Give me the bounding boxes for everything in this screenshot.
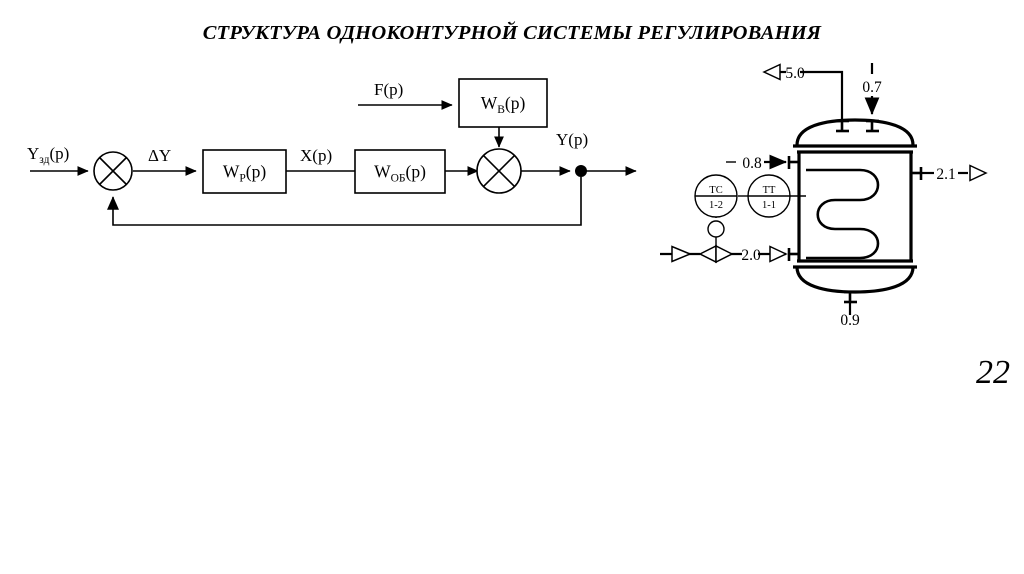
error-label: ΔY: [148, 146, 171, 165]
disturbance-label: F(p): [374, 80, 403, 99]
feedback-path: [107, 177, 582, 226]
instrument-tc-bottom: 1-2: [709, 200, 723, 211]
stream-0-7-label: 0.7: [862, 79, 882, 96]
top-outlet-nozzle: [836, 119, 849, 133]
stream-5-0-label: 5.0: [785, 65, 805, 82]
stream-5-0-pipe: [762, 63, 844, 121]
vessel-body: [793, 118, 917, 294]
controller-block-label: WР(p): [223, 162, 267, 185]
left-inlet-nozzle: [787, 156, 799, 169]
stream-0-9-label: 0.9: [840, 312, 860, 329]
stream-0-8-label: 0.8: [742, 155, 762, 172]
stream-2-1-arrowhead: [969, 164, 988, 182]
controller-output-label: X(p): [300, 146, 332, 165]
stream-2-0-arrowhead-right: [769, 245, 788, 263]
valve-actuator: [707, 220, 725, 238]
vessel-coil: [806, 168, 880, 260]
stream-2-1-label: 2.1: [936, 166, 955, 183]
stream-2-1-pipe: [921, 164, 988, 182]
plant-block: WОБ(p): [354, 149, 446, 194]
error-junction: [93, 151, 133, 191]
coil-inlet-nozzle: [787, 248, 799, 261]
instrument-bubble-tc[interactable]: ТС 1-2: [694, 174, 738, 218]
stream-2-0-label: 2.0: [741, 247, 761, 264]
top-inlet-nozzle: [866, 119, 879, 133]
plant-block-label: WОБ(p): [374, 162, 426, 185]
disturbance-block-label: WВ(p): [481, 93, 526, 116]
control-valve[interactable]: [698, 220, 734, 264]
stream-5-0-arrowhead: [762, 63, 781, 81]
page-title: СТРУКТУРА ОДНОКОНТУРНОЙ СИСТЕМЫ РЕГУЛИРО…: [202, 22, 822, 44]
instrument-tt-top: ТТ: [763, 185, 776, 196]
controller-block: WР(p): [202, 149, 287, 194]
setpoint-label: Yзд(p): [27, 144, 69, 166]
output-line: [521, 165, 637, 177]
output-junction: [476, 148, 522, 194]
page-number: 22: [976, 354, 1010, 391]
output-label: Y(p): [556, 130, 588, 149]
instrument-tc-top: ТС: [709, 185, 722, 196]
stream-2-0-arrowhead-left: [671, 245, 692, 263]
instrument-bubble-tt[interactable]: ТТ 1-1: [747, 174, 791, 218]
disturbance-block: WВ(p): [458, 78, 548, 128]
instrument-tt-bottom: 1-1: [762, 200, 776, 211]
